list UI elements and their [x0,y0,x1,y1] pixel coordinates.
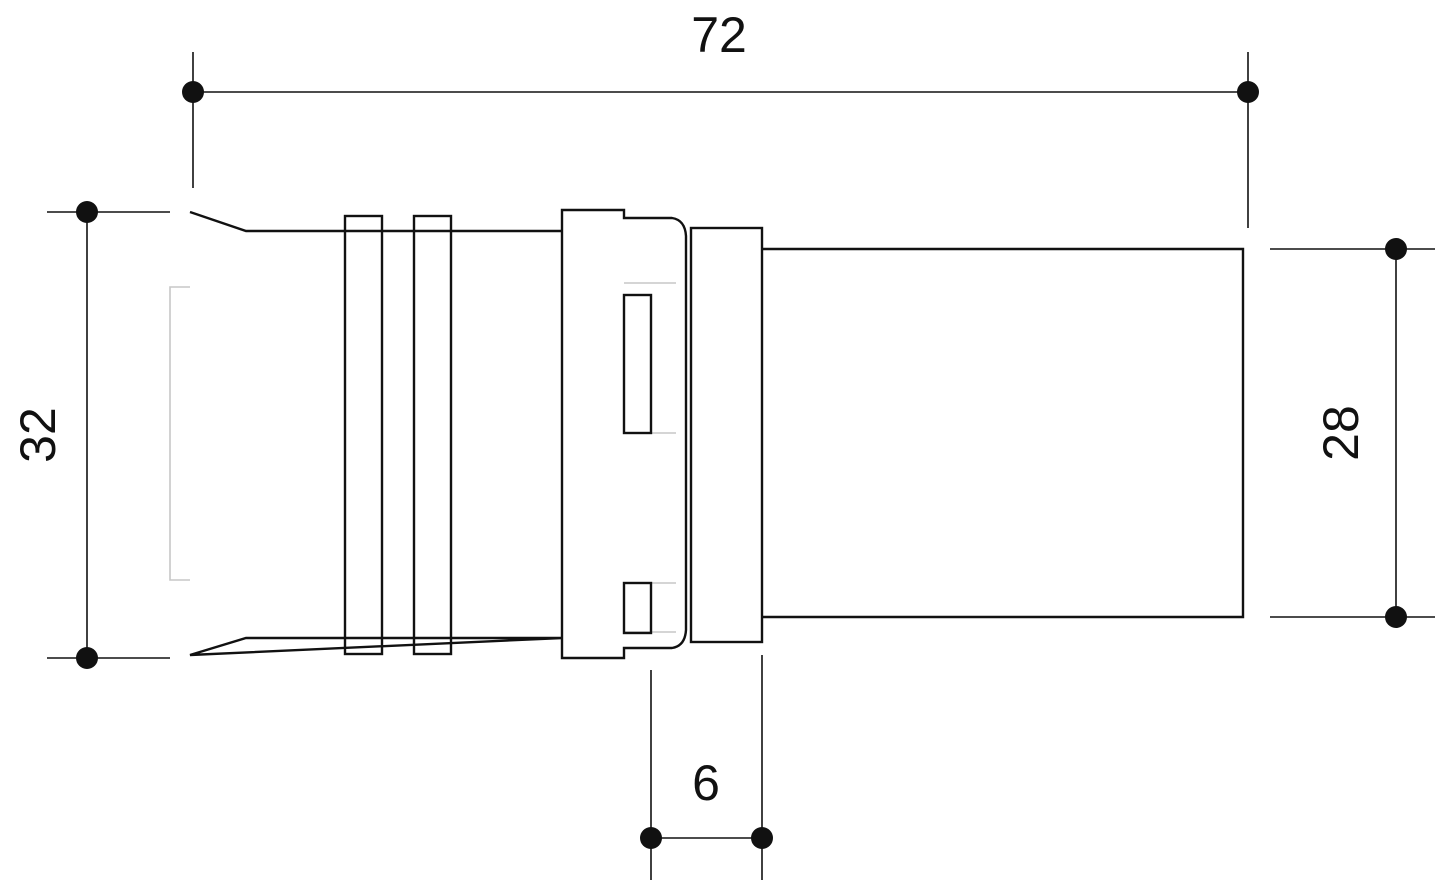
ring-width-dimension: 6 [640,655,773,880]
pipe-outlet [762,247,1245,619]
ring-width-terminator-left [640,827,662,849]
right-diameter-terminator-bottom [1385,606,1407,628]
sealing-ring-1 [343,214,384,656]
overall-length-label: 72 [691,7,747,63]
left-diameter-label: 32 [10,407,66,463]
retaining-ring [689,226,764,644]
hidden-inner-outline-left [169,286,190,581]
ring-width-terminator-right [751,827,773,849]
length-terminator-left [182,81,204,103]
ring-width-label: 6 [692,755,720,811]
length-terminator-right [1237,81,1259,103]
right-diameter-label: 28 [1313,405,1369,461]
sealing-ring-2 [412,214,453,656]
fitting-body [169,208,1245,660]
sleeve-window-lower [622,581,653,635]
left-diameter-dimension: 32 [10,201,170,669]
overall-length-dimension: 72 [182,7,1259,228]
left-diameter-terminator-top [76,201,98,223]
right-diameter-dimension: 28 [1270,238,1435,628]
right-diameter-terminator-top [1385,238,1407,260]
sleeve-window-upper [622,293,653,435]
flared-inlet-body [189,210,563,657]
left-diameter-terminator-bottom [76,647,98,669]
press-sleeve [560,208,688,660]
